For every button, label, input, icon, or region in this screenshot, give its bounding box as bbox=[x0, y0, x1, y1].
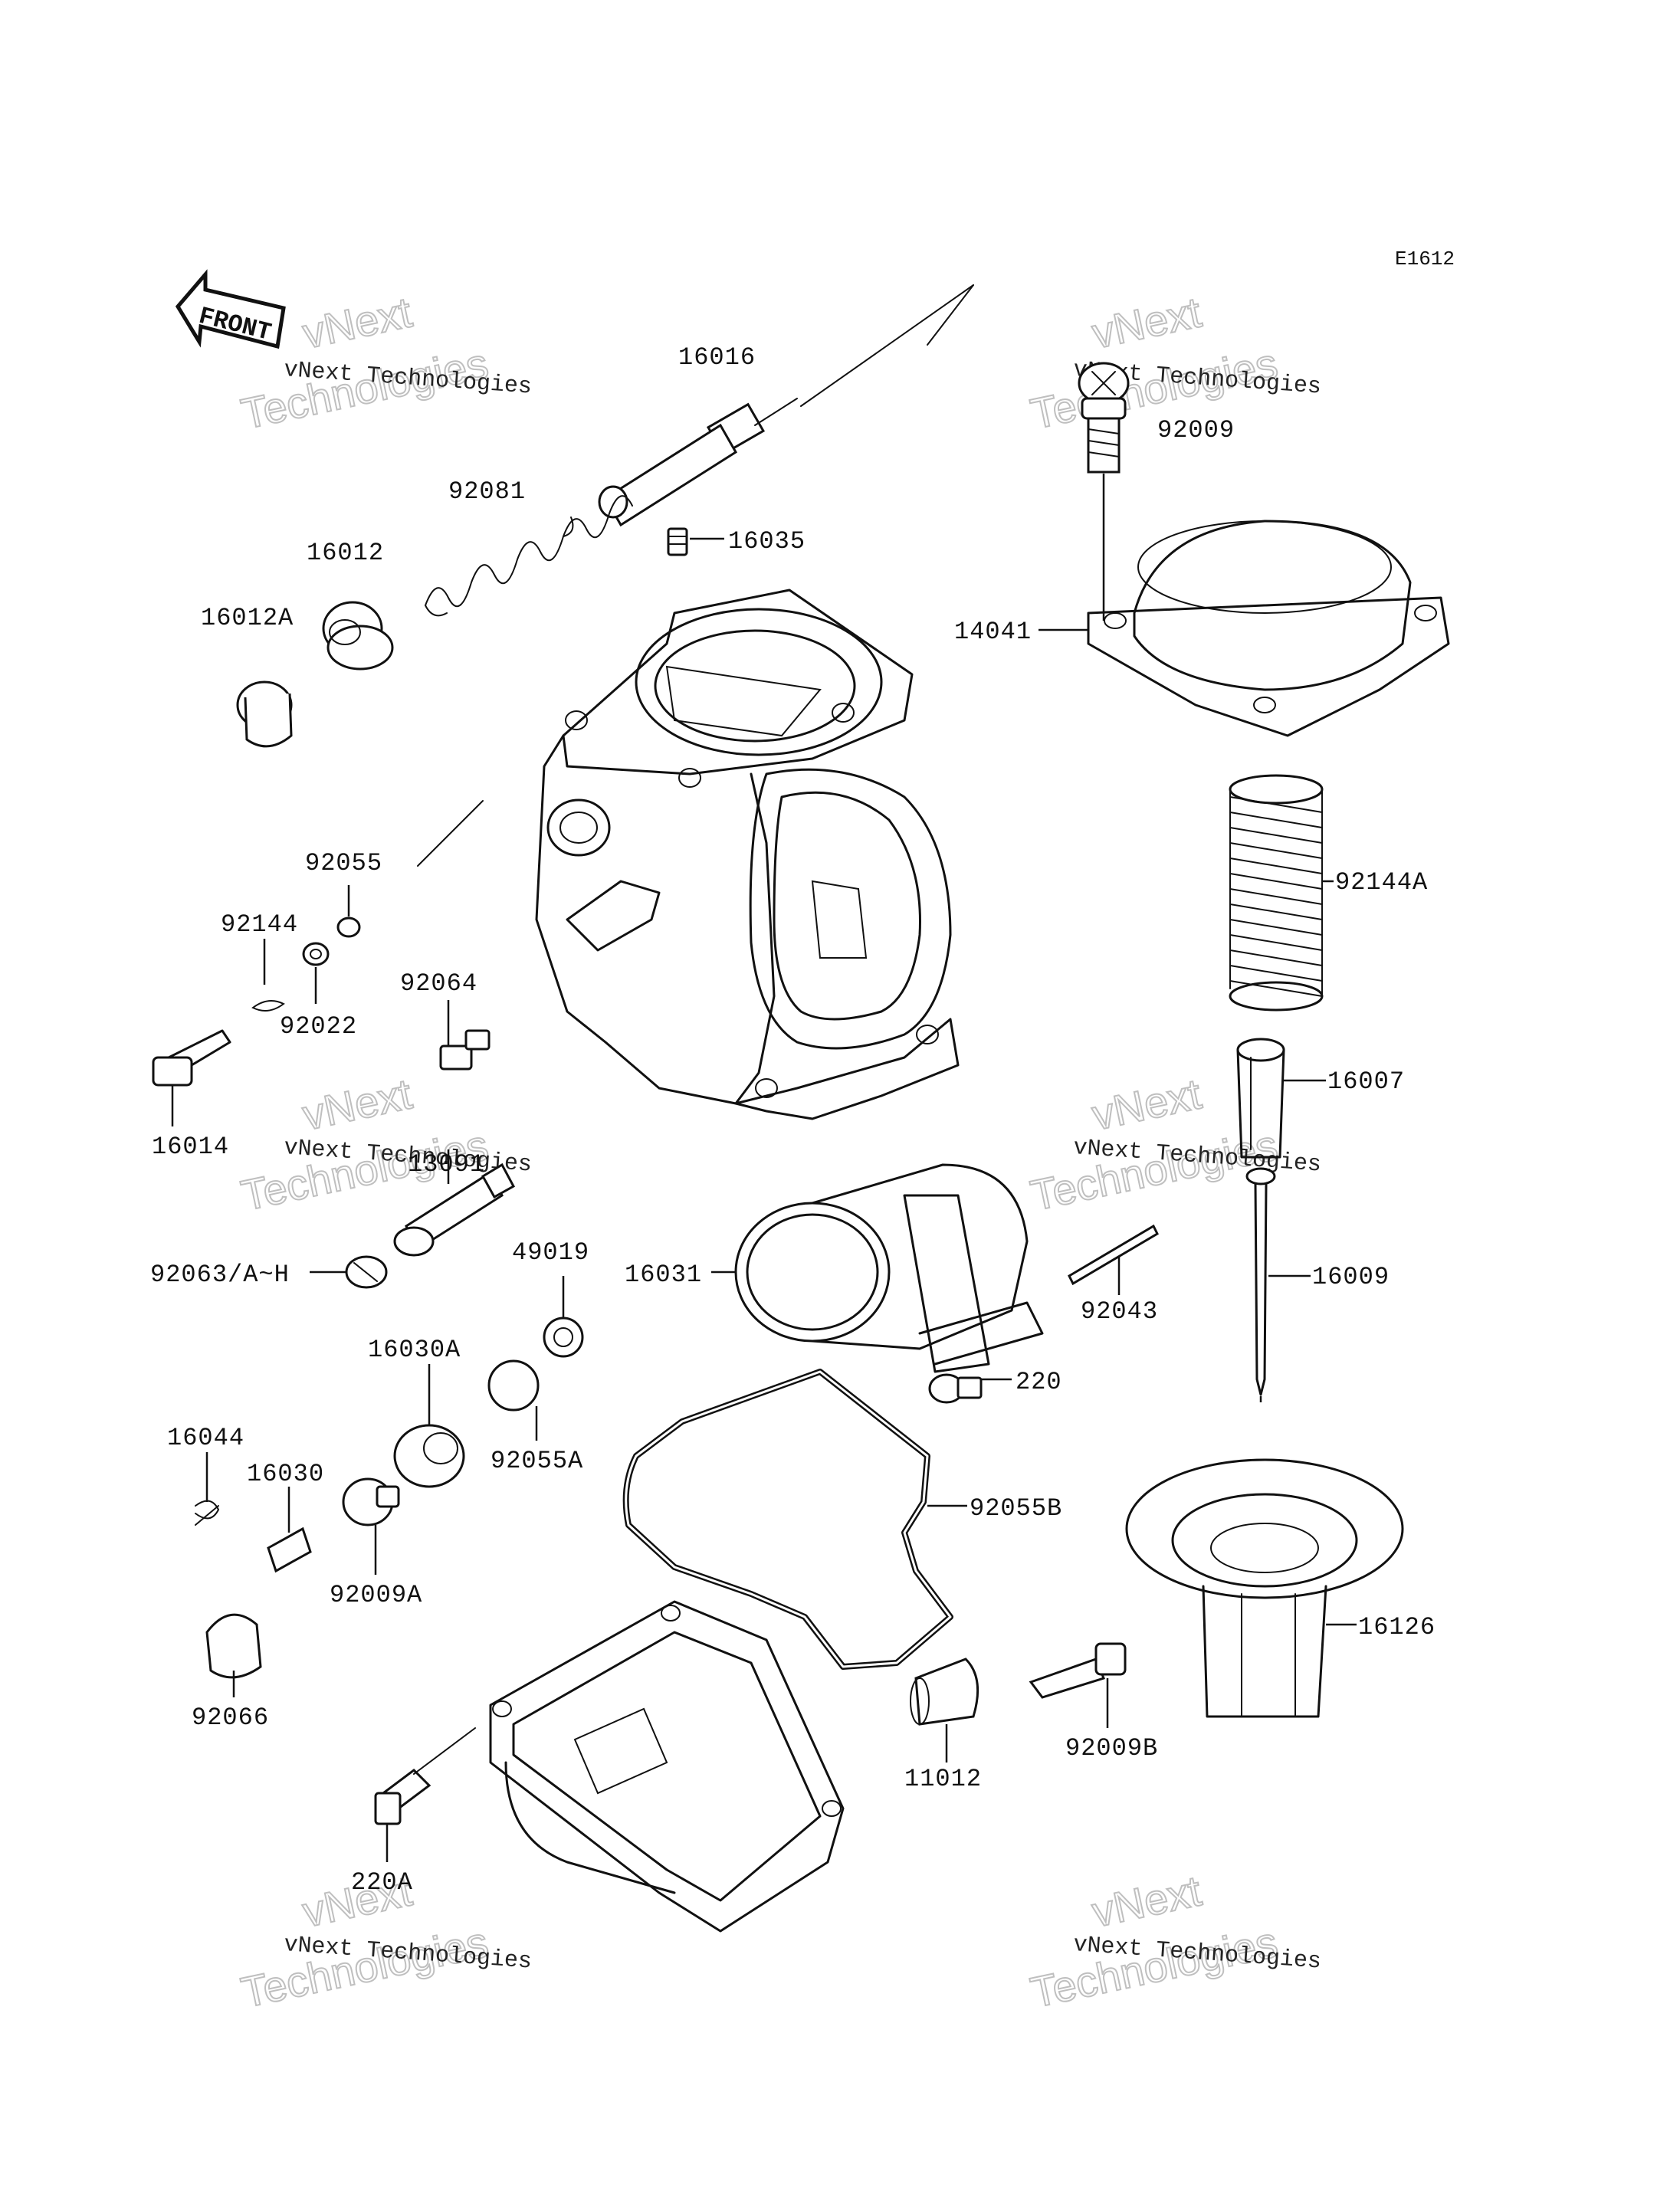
part-14041-cover bbox=[1039, 520, 1450, 737]
label-92009A: 92009A bbox=[330, 1581, 422, 1609]
label-16009: 16009 bbox=[1312, 1263, 1390, 1291]
part-92063-jet bbox=[310, 1255, 388, 1289]
label-16126: 16126 bbox=[1358, 1613, 1436, 1641]
part-labels: 16016 92009 92081 16035 16012 16012A 140… bbox=[150, 343, 1436, 1897]
label-92066: 92066 bbox=[192, 1703, 269, 1732]
label-16044: 16044 bbox=[167, 1424, 244, 1452]
part-16012A-cap bbox=[236, 680, 293, 748]
label-11012: 11012 bbox=[904, 1765, 982, 1793]
part-13091-tube bbox=[393, 1149, 516, 1257]
part-16031-slide bbox=[711, 1163, 1044, 1373]
label-16012: 16012 bbox=[307, 539, 384, 567]
label-220A: 220A bbox=[351, 1868, 413, 1897]
label-92022: 92022 bbox=[280, 1012, 357, 1041]
part-16035-pin bbox=[667, 527, 724, 556]
part-92022-washer bbox=[302, 942, 330, 1004]
label-16016: 16016 bbox=[678, 343, 756, 372]
watermark-big-top: vNext bbox=[298, 1069, 416, 1139]
part-16126-chamber bbox=[1125, 1458, 1404, 1718]
label-92064: 92064 bbox=[400, 969, 477, 998]
part-16007-holder bbox=[1236, 1038, 1326, 1159]
diagram-code: E1612 bbox=[1395, 248, 1455, 271]
part-220-screw bbox=[928, 1373, 1012, 1404]
part-16030A bbox=[393, 1364, 465, 1488]
part-16009-needle bbox=[1245, 1167, 1311, 1402]
part-16014-screw bbox=[152, 1029, 231, 1126]
part-92055A-oring bbox=[487, 1359, 540, 1441]
label-92009B: 92009B bbox=[1065, 1734, 1158, 1763]
part-16012-plug bbox=[322, 601, 394, 671]
label-92055: 92055 bbox=[305, 849, 382, 877]
part-92144A-spring bbox=[1229, 774, 1334, 1012]
watermark-mid-right: vNext Technologies vNext Technologies bbox=[1025, 1068, 1322, 1220]
label-92043: 92043 bbox=[1081, 1297, 1158, 1326]
part-92144-spring-small bbox=[251, 939, 285, 1012]
watermark-big-top: vNext bbox=[298, 287, 416, 357]
part-92081-spring bbox=[425, 495, 633, 617]
label-92055B: 92055B bbox=[970, 1494, 1062, 1523]
part-float-bowl bbox=[489, 1600, 845, 1933]
part-carburetor-body bbox=[417, 589, 960, 1120]
part-92055-oring bbox=[336, 885, 361, 938]
part-16030 bbox=[267, 1487, 312, 1573]
front-arrow-icon: FRONT bbox=[175, 269, 286, 349]
label-16030A: 16030A bbox=[368, 1336, 461, 1364]
label-16030: 16030 bbox=[247, 1460, 324, 1488]
label-49019: 49019 bbox=[512, 1238, 589, 1267]
part-11012-seal bbox=[910, 1658, 979, 1763]
part-92009-screw bbox=[1078, 362, 1130, 621]
part-16016-plunger bbox=[598, 284, 974, 527]
label-92081: 92081 bbox=[448, 477, 526, 506]
part-92043-pin bbox=[1068, 1224, 1159, 1295]
part-92066-cap bbox=[205, 1613, 262, 1697]
part-49019 bbox=[543, 1276, 584, 1358]
label-92144: 92144 bbox=[221, 910, 298, 939]
watermark-bottom-right: vNext Technologies vNext Technologies bbox=[1025, 1865, 1322, 2017]
label-16035: 16035 bbox=[728, 527, 806, 556]
label-16014: 16014 bbox=[152, 1133, 229, 1161]
label-92009: 92009 bbox=[1157, 416, 1235, 444]
label-14041: 14041 bbox=[954, 618, 1032, 646]
watermark-big-top: vNext bbox=[1088, 1866, 1206, 1936]
label-13091: 13091 bbox=[408, 1150, 485, 1179]
label-92055A: 92055A bbox=[491, 1447, 583, 1475]
part-92009A bbox=[342, 1477, 400, 1575]
label-16031: 16031 bbox=[625, 1261, 702, 1289]
part-92064-jet bbox=[439, 1000, 491, 1071]
label-16012A: 16012A bbox=[201, 604, 294, 632]
label-92144A: 92144A bbox=[1335, 868, 1428, 897]
label-92063: 92063/A~H bbox=[150, 1261, 290, 1289]
label-220: 220 bbox=[1016, 1368, 1062, 1396]
part-92009B bbox=[1029, 1642, 1127, 1728]
watermark-big-top: vNext bbox=[1088, 1069, 1206, 1139]
watermark-big-top: vNext bbox=[1088, 287, 1206, 357]
part-220A-screw bbox=[374, 1727, 476, 1862]
label-16007: 16007 bbox=[1327, 1067, 1405, 1096]
part-16044-clip bbox=[195, 1452, 220, 1526]
part-92055B-gasket bbox=[622, 1369, 967, 1670]
